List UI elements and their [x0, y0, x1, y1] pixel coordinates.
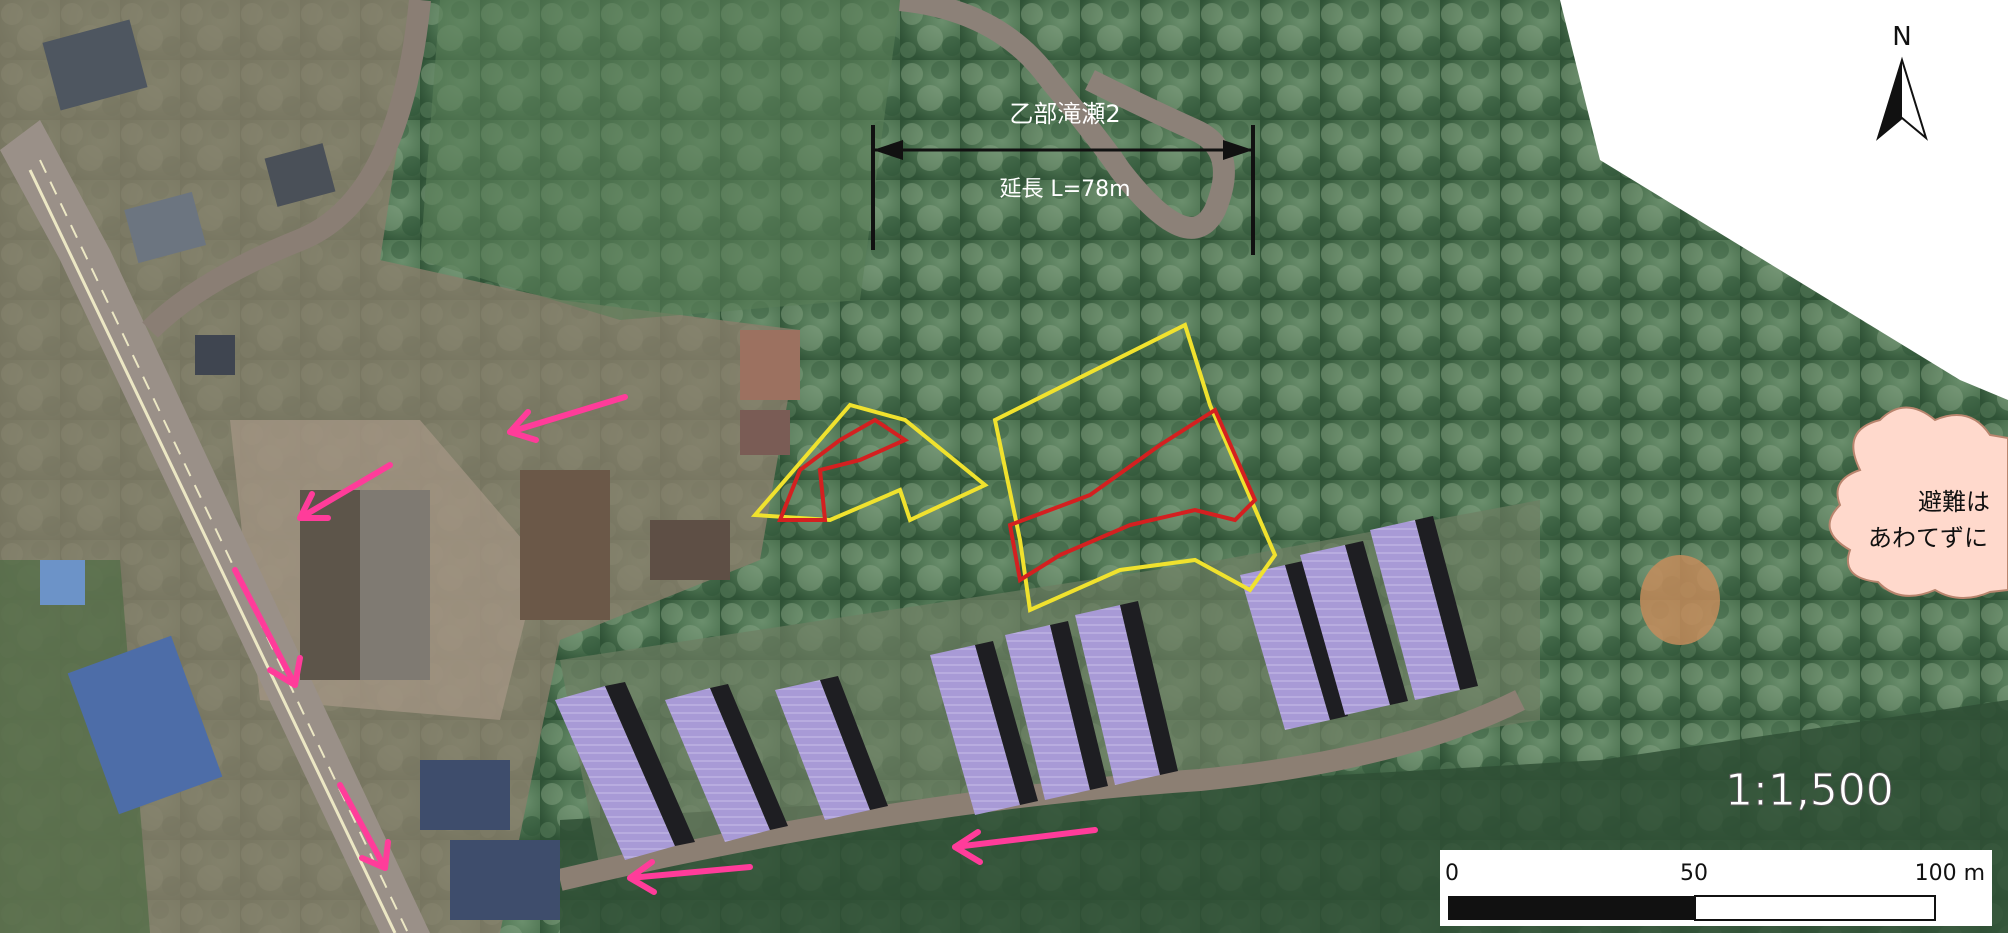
north-arrow-label: N: [1892, 22, 1911, 52]
hazard-zone-inner-east: [1007, 407, 1258, 584]
scale-ratio-label: 1:1,500: [1725, 765, 1894, 816]
scale-tick-0: 0: [1445, 861, 1459, 886]
hazard-zone-outer-west: [750, 402, 989, 523]
evacuation-arrow: [507, 394, 628, 443]
scale-tick-50: 50: [1680, 861, 1708, 886]
section-length-label: 延長 L=78m: [999, 177, 1130, 202]
evacuation-arrow: [952, 827, 1098, 865]
evacuation-arrow: [232, 567, 303, 688]
evacuation-arrow: [297, 462, 393, 521]
cloud-bubble-icon: [1828, 406, 2008, 599]
scale-tick-100: 100 m: [1915, 861, 1985, 886]
evacuation-route: [232, 394, 1098, 895]
housing-blocks: [555, 516, 1478, 860]
notice-line-1: 避難は: [1918, 488, 1990, 516]
evacuation-arrow: [337, 782, 391, 871]
hazard-zones: [750, 322, 1278, 613]
notice-bubble: 避難は あわてずに: [1828, 406, 2008, 599]
scale-bar-black: [1448, 896, 1695, 920]
section-measure: 乙部滝瀬2 延長 L=78m: [871, 100, 1255, 255]
hazard-zone-inner-west: [777, 417, 910, 522]
north-arrow: N: [1876, 22, 1928, 141]
section-name-label: 乙部滝瀬2: [1009, 100, 1120, 128]
notice-line-2: あわてずに: [1868, 524, 1988, 552]
buildings-left: [40, 19, 800, 920]
evacuation-arrow: [627, 859, 753, 895]
scale-bar-white: [1694, 895, 1936, 921]
scale-block: 1:1,500 0 50 100 m: [1440, 765, 1992, 926]
roads: [0, 0, 1525, 933]
